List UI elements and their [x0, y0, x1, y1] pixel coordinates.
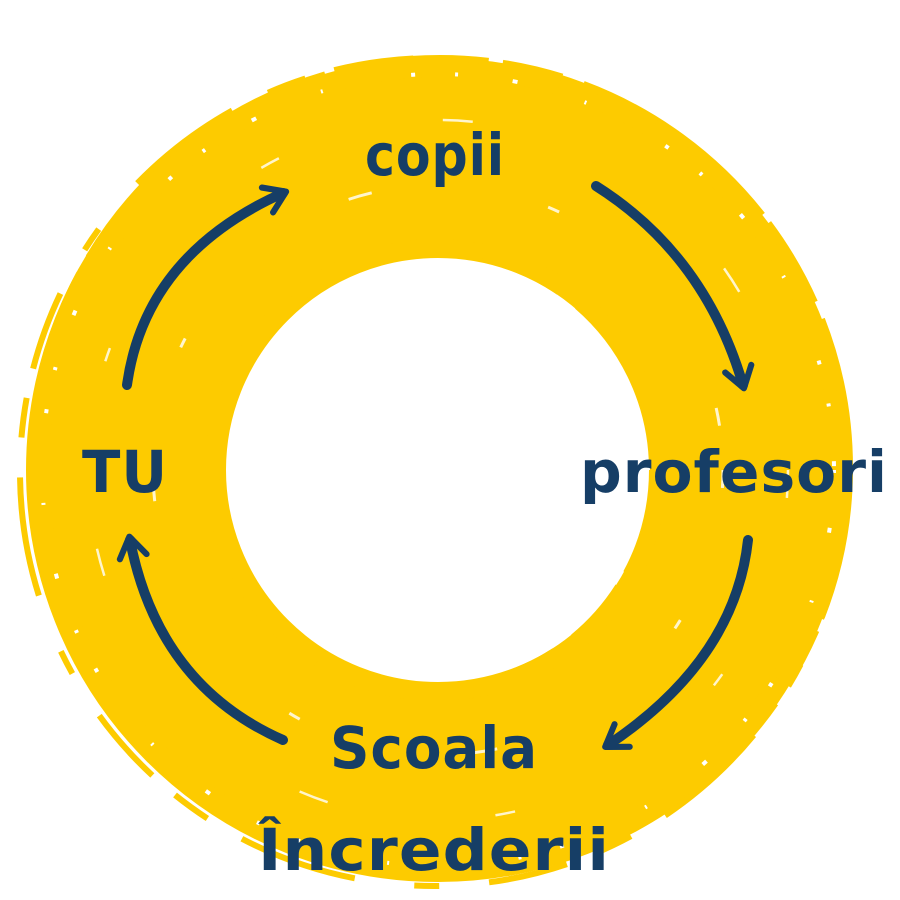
- yellow-ring: [17, 55, 853, 889]
- ring-brush-outer: [27, 55, 853, 881]
- ring-brush-outer-2: [17, 55, 851, 889]
- arrow-scoala-to-tu-icon: [116, 533, 288, 745]
- cycle-arrows: [116, 181, 755, 750]
- ring-streak-1: [151, 183, 725, 757]
- arrow-copii-to-profesori-icon: [591, 181, 755, 392]
- label-copii: copii: [365, 121, 505, 189]
- arrow-profesori-to-scoala-icon: [602, 535, 753, 750]
- ring-speckle: [40, 72, 836, 868]
- arrow-tu-to-copii-icon: [122, 184, 290, 390]
- label-profesori: profesori: [580, 438, 888, 506]
- label-tu: TU: [82, 438, 168, 506]
- ring-brush-inner: [205, 239, 667, 701]
- label-increderii: Încrederii: [258, 815, 610, 884]
- ring-main: [26, 58, 850, 882]
- cycle-labels: copii profesori Scoala Încrederii TU: [82, 121, 888, 884]
- ring-streak-2: [86, 118, 790, 822]
- label-scoala: Scoala: [330, 714, 538, 782]
